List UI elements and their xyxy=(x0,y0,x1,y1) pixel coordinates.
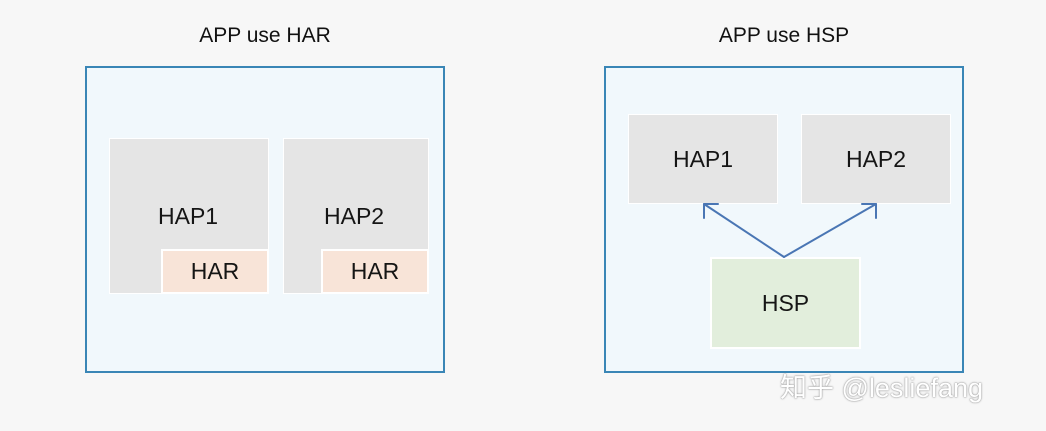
arrow-hsp-to-hap1 xyxy=(703,203,785,258)
hsp-side-hap2-module: HAP2 xyxy=(801,114,951,204)
right-diagram-title: APP use HSP xyxy=(718,24,850,47)
hap1-har-module: HAR xyxy=(161,249,269,294)
hsp-module: HSP xyxy=(710,257,861,349)
watermark: 知乎 @lesliefang xyxy=(780,373,983,403)
hap2-label: HAP2 xyxy=(324,203,385,229)
arrowhead-hap1 xyxy=(703,203,719,219)
hap1-label: HAP1 xyxy=(158,203,219,229)
app-hsp-container: HAP1 HAP2 HSP xyxy=(604,66,964,373)
arrowhead-hap2 xyxy=(861,203,877,219)
hsp-side-hap1-module: HAP1 xyxy=(628,114,778,204)
arrow-hsp-to-hap2 xyxy=(783,203,877,258)
app-har-container: HAP1 HAR HAP2 HAR xyxy=(85,66,445,373)
hap2-har-module: HAR xyxy=(321,249,429,294)
left-diagram-title: APP use HAR xyxy=(199,24,331,47)
